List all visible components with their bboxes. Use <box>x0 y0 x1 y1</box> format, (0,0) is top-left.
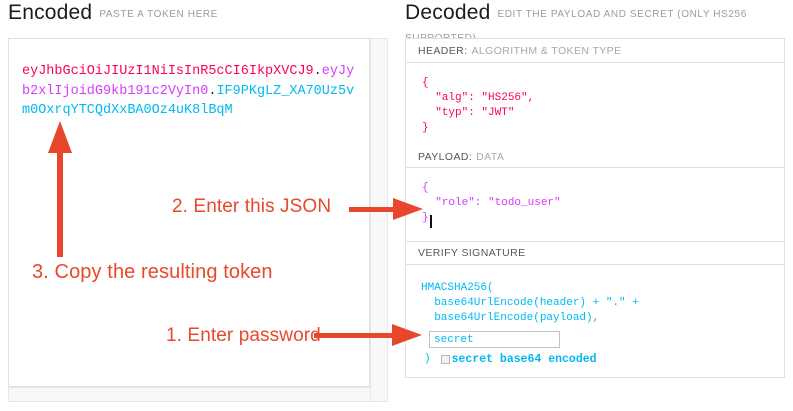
verify-signature-label: VERIFY SIGNATURE <box>418 247 526 259</box>
header-section-label: HEADER: <box>418 44 468 57</box>
token-payload-segment: eyJyb2xlIjoidG9kb191c2VyIn0 <box>22 64 355 99</box>
step2-arrow-shaft <box>349 207 395 212</box>
horizontal-scrollbar-track[interactable] <box>8 387 370 402</box>
annotation-step2: 2. Enter this JSON <box>172 196 332 217</box>
verify-signature-bar: VERIFY SIGNATURE <box>406 241 784 265</box>
secret-input[interactable] <box>429 331 560 348</box>
token-header-segment: eyJhbGciOiJIUzI1NiIsInR5cCI6IkpXVCJ9 <box>22 64 314 79</box>
token-separator-dot: . <box>313 64 322 79</box>
token-separator-dot: . <box>208 83 217 99</box>
header-code-area[interactable]: { "alg": "HS256", "typ": "JWT" } <box>406 63 784 146</box>
header-section-detail: ALGORITHM & TOKEN TYPE <box>471 44 622 57</box>
text-cursor <box>430 215 432 228</box>
payload-code-area[interactable]: { "role": "todo_user" } <box>406 168 784 241</box>
base64-encoded-checkbox[interactable] <box>440 355 450 364</box>
step2-arrow-right-icon <box>393 198 423 220</box>
encoded-pane: eyJhbGciOiJIUzI1NiIsInR5cCI6IkpXVCJ9.eyJ… <box>8 38 388 402</box>
annotation-step3: 3. Copy the resulting token <box>32 261 273 283</box>
step3-arrow-up-icon <box>48 121 72 153</box>
header-section-bar: HEADER: ALGORITHM & TOKEN TYPE <box>406 39 784 63</box>
close-paren: ) <box>424 353 431 365</box>
payload-section-bar: PAYLOAD: DATA <box>406 146 784 168</box>
verify-last-row: ) secret base64 encoded <box>424 352 784 367</box>
base64-encoded-label[interactable]: secret base64 encoded <box>451 353 597 366</box>
token-textarea[interactable]: eyJhbGciOiJIUzI1NiIsInR5cCI6IkpXVCJ9.eyJ… <box>8 38 370 387</box>
payload-json-code: { "role": "todo_user" } <box>422 182 561 224</box>
step3-arrow-shaft <box>57 150 63 257</box>
header-json-code: { "alg": "HS256", "typ": "JWT" } <box>422 77 535 134</box>
decoded-title-text: Decoded <box>405 1 491 24</box>
payload-section-label: PAYLOAD: <box>418 150 473 163</box>
encoded-subtitle: PASTE A TOKEN HERE <box>99 9 218 20</box>
step1-arrow-right-icon <box>392 324 422 346</box>
token-signature-segment: IF9PKgLZ_XA70Uz5vm0OxrqYTCQdXxBA0Oz4uK8l… <box>22 83 355 119</box>
decoded-panel: HEADER: ALGORITHM & TOKEN TYPE { "alg": … <box>405 38 785 378</box>
encoded-title-text: Encoded <box>8 1 93 24</box>
step1-arrow-shaft <box>314 333 394 338</box>
signature-pseudocode: HMACSHA256( base64UrlEncode(header) + ".… <box>421 282 639 324</box>
annotation-step1: 1. Enter password <box>166 325 321 346</box>
payload-section-detail: DATA <box>476 150 505 163</box>
encoded-title: Encoded PASTE A TOKEN HERE <box>8 1 218 25</box>
verify-signature-area: HMACSHA256( base64UrlEncode(header) + ".… <box>406 265 784 378</box>
vertical-scrollbar-track[interactable] <box>370 38 388 402</box>
